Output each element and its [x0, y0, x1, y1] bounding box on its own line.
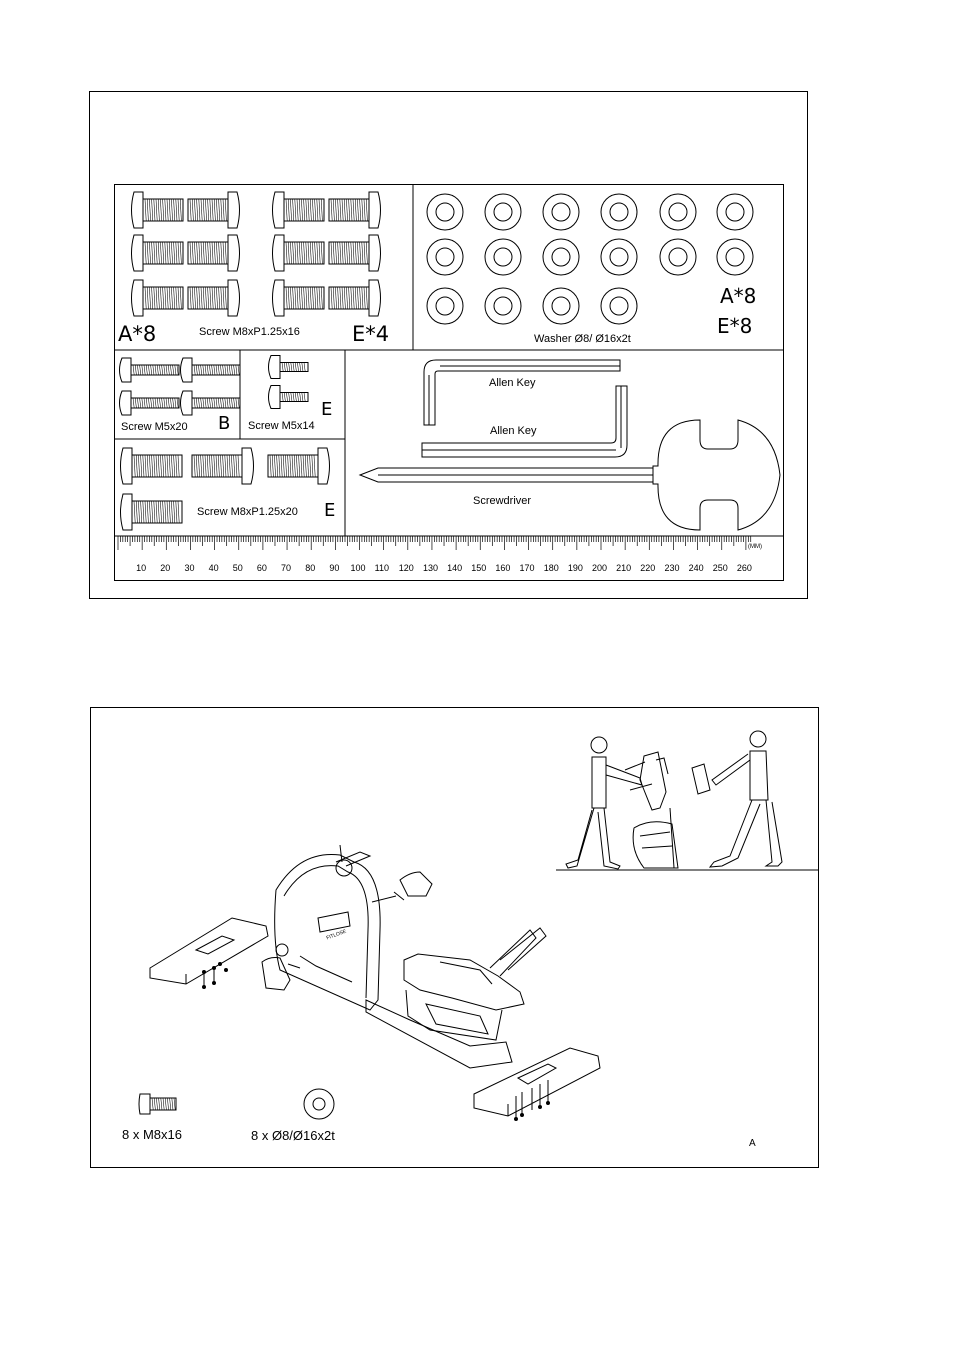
washer	[542, 193, 580, 231]
ruler-tick-label: 240	[688, 563, 704, 573]
ruler-tick-label: 30	[184, 563, 195, 573]
assembly-panel	[90, 707, 819, 1168]
label-screwdriver: Screwdriver	[473, 495, 532, 507]
label-screw-m8x16: Screw M8xP1.25x16	[199, 326, 300, 338]
screw-m8x16	[328, 234, 381, 272]
hardware-panel	[89, 91, 808, 599]
ruler-tick-label: 190	[567, 563, 583, 573]
screw-m8x16	[272, 191, 325, 229]
label-screw-m5x14: Screw M5x14	[248, 420, 315, 432]
code-e8-washers: E*8	[717, 314, 753, 338]
ruler-tick-label: 10	[136, 563, 147, 573]
label-screw-m5x20: Screw M5x20	[121, 421, 188, 433]
label-screw-m8x20: Screw M8xP1.25x20	[197, 506, 298, 518]
ruler-tick-label: 200	[592, 563, 608, 573]
part-label-washers: 8 x Ø8/Ø16x2t	[251, 1128, 335, 1143]
ruler-unit: (MM)	[748, 544, 762, 550]
ruler-tick-label: 150	[471, 563, 487, 573]
washer	[484, 193, 522, 231]
washer	[600, 238, 638, 276]
washer	[659, 193, 697, 231]
washer	[542, 238, 580, 276]
ruler-tick-label: 70	[281, 563, 292, 573]
washer	[716, 193, 754, 231]
step-letter: A	[749, 1138, 756, 1149]
ruler-tick-label: 260	[736, 563, 752, 573]
label-allen-key-1: Allen Key	[489, 377, 536, 389]
screw-m5x20	[180, 390, 241, 416]
screw-m8x20	[191, 447, 254, 485]
screw-m8x20	[120, 447, 183, 485]
label-washer: Washer Ø8/ Ø16x2t	[534, 333, 631, 345]
ruler-tick-label: 90	[329, 563, 340, 573]
washer	[484, 287, 522, 325]
washer	[716, 238, 754, 276]
ruler-tick-label: 40	[208, 563, 219, 573]
screw-m8x16	[328, 191, 381, 229]
ruler-tick-label: 110	[374, 563, 389, 573]
ruler-tick-label: 80	[305, 563, 316, 573]
ruler-tick-label: 160	[495, 563, 511, 573]
ruler-tick-label: 220	[640, 563, 656, 573]
screw-m8x16	[131, 279, 184, 317]
ruler-tick-label: 100	[350, 563, 366, 573]
label-allen-key-2: Allen Key	[490, 425, 537, 437]
screw-m5x14	[268, 385, 309, 409]
ruler-tick-label: 60	[256, 563, 267, 573]
washer	[426, 193, 464, 231]
code-e4-screws: E*4	[352, 322, 390, 346]
ruler-tick-label: 140	[447, 563, 463, 573]
hardware-grid	[114, 184, 784, 581]
code-e-m5x14: E	[321, 399, 333, 420]
washer	[542, 287, 580, 325]
washer	[659, 238, 697, 276]
part-label-screws: 8 x M8x16	[122, 1127, 182, 1142]
ruler-tick-label: 130	[422, 563, 438, 573]
screw-m8x20	[120, 493, 183, 531]
screw-m8x16	[131, 191, 184, 229]
code-e-m8x20: E	[324, 500, 336, 521]
screw-m5x20	[119, 357, 180, 383]
screw-m8x16	[272, 279, 325, 317]
washer	[426, 238, 464, 276]
ruler-tick-label: 120	[398, 563, 414, 573]
screw-m8x16	[131, 234, 184, 272]
screw-m5x20	[180, 357, 241, 383]
washer	[426, 287, 464, 325]
screw-m8x20	[267, 447, 330, 485]
washer	[600, 287, 638, 325]
code-a8-screws: A*8	[118, 322, 157, 346]
screw-m8x16	[187, 191, 240, 229]
code-a8-washers: A*8	[720, 284, 757, 308]
code-b: B	[218, 413, 231, 434]
screw-m8x16	[187, 234, 240, 272]
screw-m8x16	[187, 279, 240, 317]
ruler-tick-label: 20	[160, 563, 171, 573]
ruler-tick-label: 210	[616, 563, 632, 573]
screw-m8x16	[272, 234, 325, 272]
screw-m5x14	[268, 355, 309, 379]
screw-m5x20	[119, 390, 180, 416]
ruler-tick-label: 170	[519, 563, 535, 573]
screw-m8x16	[328, 279, 381, 317]
ruler-tick-label: 250	[712, 563, 728, 573]
ruler-tick-label: 180	[543, 563, 559, 573]
ruler-tick-label: 230	[664, 563, 680, 573]
ruler-tick-label: 50	[232, 563, 243, 573]
washer	[600, 193, 638, 231]
washer	[484, 238, 522, 276]
